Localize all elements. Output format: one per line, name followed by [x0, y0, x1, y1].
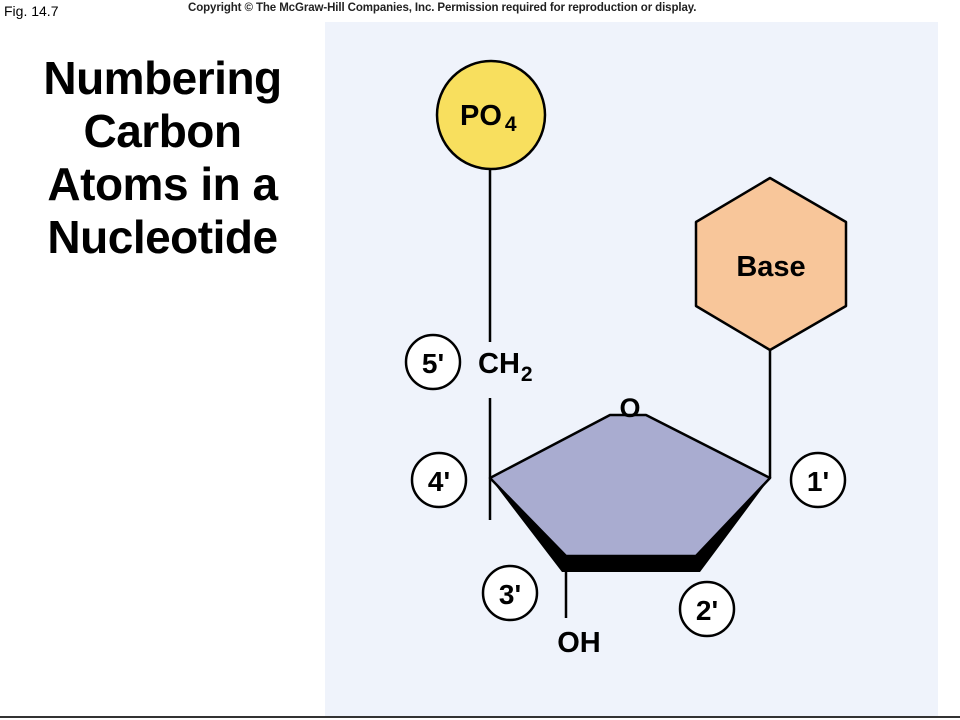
- hydroxyl-label: OH: [557, 627, 601, 659]
- figure-number: Fig. 14.7: [4, 3, 59, 19]
- carbon-badge-4-label: 4': [428, 466, 450, 497]
- carbon-badge-1: 1': [789, 451, 847, 509]
- ch2-label-sub: 2: [521, 363, 533, 386]
- carbon-badge-4: 4': [410, 451, 468, 509]
- carbon-badge-3-label: 3': [499, 579, 521, 610]
- page-title: Numbering Carbon Atoms in a Nucleotide: [0, 52, 325, 264]
- title-line-4: Nucleotide: [47, 211, 278, 263]
- ch2-label-main: CH: [478, 348, 520, 380]
- carbon-badge-2: 2': [678, 580, 736, 638]
- ring-oxygen-label: O: [619, 393, 640, 423]
- title-line-3: Atoms in a: [47, 158, 278, 210]
- ch2-label: CH2: [478, 348, 533, 386]
- phosphate-label-main: PO: [460, 100, 502, 132]
- base-hexagon: [694, 176, 848, 352]
- sugar-ring: [488, 413, 772, 558]
- carbon-badge-1-label: 1': [807, 466, 829, 497]
- base-label: Base: [736, 251, 805, 283]
- phosphate-label-sub: 4: [505, 113, 517, 136]
- title-line-1: Numbering: [43, 52, 282, 104]
- title-line-2: Carbon: [83, 105, 243, 157]
- carbon-badge-5-label: 5': [422, 348, 444, 379]
- copyright-notice: Copyright © The McGraw-Hill Companies, I…: [188, 2, 697, 14]
- carbon-badge-3: 3': [481, 564, 539, 622]
- carbon-badge-5: 5': [404, 333, 462, 391]
- phosphate-circle: [435, 59, 547, 171]
- carbon-badge-2-label: 2': [696, 595, 718, 626]
